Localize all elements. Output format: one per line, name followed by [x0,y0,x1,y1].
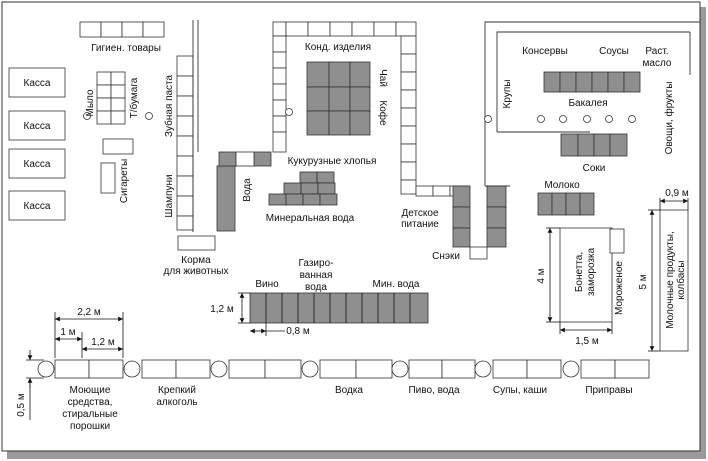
label-seasonings: Приправы [585,385,632,396]
cash-register-2 [8,110,66,141]
label-beer-water: Пиво, вода [408,385,459,396]
label-soap: Мыло [85,89,96,116]
bottom-wall-shelf: Моющие средства, стиральные порошки Креп… [37,359,650,432]
dairy-shelf: Молочные продукты, колбасы [659,209,689,352]
label-hygiene: Гигиен. товары [91,43,161,54]
snacks-stand: Снэки [432,185,507,262]
toothpaste-shampoo-shelf: Зубная паста Шампуни [163,55,194,231]
dim-0-8m: 0,8 м [286,326,310,337]
label-confectionery: Конд. изделия [305,42,371,53]
label-cereals: Крупы [502,80,513,109]
cash-register-4 [8,190,66,221]
label-wine: Вино [255,279,279,290]
label-detergents-1: Моющие [70,385,111,396]
label-strong-alcohol-1: Крепкий [158,385,196,396]
beverage-gondola: Вино Газиро- ванная вода Мин. вода [249,258,429,324]
label-fruits-veg: Овощи, фрукты [663,82,675,155]
dimension-lines: 2,2 м 1 м 1,2 м 0,5 м 1,2 м 0,8 м 0,9 м [16,188,689,420]
label-canned: Консервы [522,46,568,57]
label-dairy-2: колбасы [675,261,687,300]
cash-register-label-2: Касса [24,121,51,132]
label-soda-2: ванная [300,270,333,281]
label-juices: Соки [583,163,606,174]
label-freezer-2: заморозка [586,247,597,296]
label-soups: Супы, каши [493,385,547,396]
confectionery-u-shelf: Конд. изделия [272,21,417,195]
label-vodka: Водка [335,385,363,396]
cigarettes-stand: Сигареты [100,138,134,203]
label-baby-food-2: питание [401,219,439,230]
pet-food-stand: Корма для животных [164,235,229,277]
label-pet-food-2: для животных [164,266,229,277]
label-pet-food-1: Корма [181,255,211,266]
label-cigarettes: Сигареты [119,159,130,203]
juices-island: Соки [560,133,628,174]
cash-register-label-1: Касса [24,78,51,89]
label-shampoo: Шампуни [164,174,175,217]
dim-0-5m: 0,5 м [16,393,27,417]
dim-1m: 1 м [60,327,75,338]
label-corn-flakes: Кукурузные хлопья [288,156,377,167]
label-detergents-4: порошки [70,421,110,432]
label-freezer-1: Бонетта, [574,252,585,292]
label-detergents-2: средства, [68,397,113,408]
freezer-unit: Бонетта, заморозка Мороженое [559,227,625,323]
label-snacks: Снэки [432,251,460,262]
label-milk: Молоко [544,180,580,191]
label-detergents-3: стиральные [62,409,118,420]
dim-4m: 4 м [536,268,547,283]
dim-0-9m: 0,9 м [665,188,689,199]
tea-coffee-island: Чай Кофе [306,61,389,136]
label-soda-1: Газиро- [299,258,334,269]
label-strong-alcohol-2: алкоголь [156,397,197,408]
cash-registers: Касса Касса Касса Касса [8,67,66,221]
label-mineral-water: Минеральная вода [266,213,355,224]
soap-paper-unit: Мыло Т/бумага [83,71,153,125]
milk-stand: Молоко [537,180,595,216]
dim-1-5m: 1,5 м [575,336,599,347]
dim-5m: 5 м [638,274,649,289]
label-grocery: Бакалея [568,98,607,109]
fruits-vegetables-area: Овощи, фрукты [663,82,675,155]
label-water: Вода [242,178,253,202]
dim-1-2m-top: 1,2 м [91,337,115,348]
grocery-island: Бакалея [543,71,641,109]
dim-2-2m: 2,2 м [77,307,101,318]
label-toilet-paper: Т/бумага [128,77,140,118]
label-ice-cream: Мороженое [614,261,625,315]
label-mineral-water-short: Мин. вода [373,279,420,290]
label-sauces: Соусы [599,46,629,57]
dim-1-2m-side: 1,2 м [210,304,234,315]
cash-register-label-4: Касса [24,201,51,212]
hygiene-shelf: Гигиен. товары [79,21,165,54]
label-baby-food-1: Детское [401,208,439,219]
cash-register-label-3: Касса [24,159,51,170]
grocery-perimeter-shelf: Консервы Соусы Раст. масло Крупы [484,21,700,187]
label-soda-3: вода [305,282,327,293]
label-toothpaste: Зубная паста [163,74,175,137]
label-tea: Чай [377,69,388,87]
label-coffee: Кофе [377,100,389,126]
corn-flakes-stand: Кукурузные хлопья Минеральная вода [266,156,377,224]
cash-register-1 [8,67,66,98]
label-veg-oil-1: Раст. [645,46,668,57]
label-dairy-1: Молочные продукты, [665,231,676,329]
cash-register-3 [8,148,66,179]
water-wall-shelf: Вода [192,20,272,232]
label-veg-oil-2: масло [643,58,672,69]
